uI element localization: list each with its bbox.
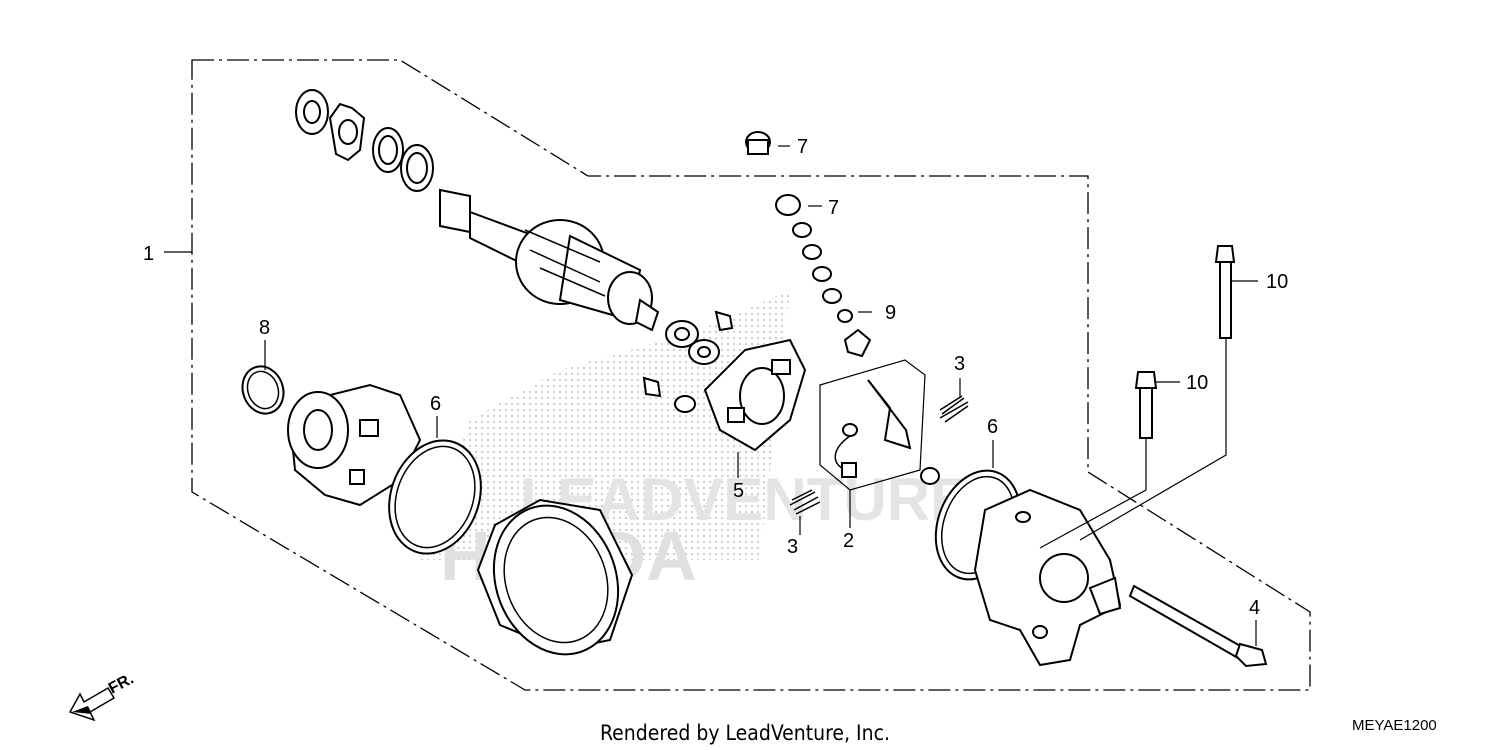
brush-end-washers <box>642 310 734 413</box>
callout-5: 5 <box>733 480 744 502</box>
brush-set <box>819 359 940 491</box>
o-ring-8 <box>241 365 285 415</box>
leader-lines <box>164 145 1258 646</box>
callout-3-left: 3 <box>787 536 798 558</box>
callout-8: 8 <box>259 317 270 339</box>
diagram-code: MEYAE1200 <box>1352 717 1437 734</box>
armature <box>439 188 660 332</box>
callout-7-upper: 7 <box>797 136 808 158</box>
bolt-10-upper <box>1214 245 1236 339</box>
callout-7-lower: 7 <box>828 197 839 219</box>
brush-springs <box>789 395 969 515</box>
yoke <box>476 498 634 656</box>
callout-10-upper: 10 <box>1266 271 1288 293</box>
footer-credit: Rendered by LeadVenture, Inc. <box>600 721 890 745</box>
bolt-10-lower <box>1134 371 1158 439</box>
end-washers <box>295 89 434 192</box>
assembly-boundary <box>191 59 1311 691</box>
front-cover <box>287 383 422 507</box>
front-direction-arrow: FR. <box>68 670 137 722</box>
callouts: 1 8 6 5 7 7 9 3 3 2 6 10 10 4 <box>143 136 1288 619</box>
brush-holder <box>703 338 807 452</box>
callout-6-rear: 6 <box>987 416 998 438</box>
arrow-icon <box>68 686 116 722</box>
terminal-washers <box>745 131 872 358</box>
callout-1: 1 <box>143 243 154 265</box>
callout-4: 4 <box>1249 597 1260 619</box>
callout-6-front: 6 <box>430 393 441 415</box>
rear-cover <box>973 488 1122 667</box>
callout-10-lower: 10 <box>1186 372 1208 394</box>
callout-3-right: 3 <box>954 353 965 375</box>
bolt-4 <box>1128 584 1268 668</box>
o-ring-6-front <box>388 439 482 555</box>
callout-2: 2 <box>843 530 854 552</box>
callout-9: 9 <box>885 302 896 324</box>
